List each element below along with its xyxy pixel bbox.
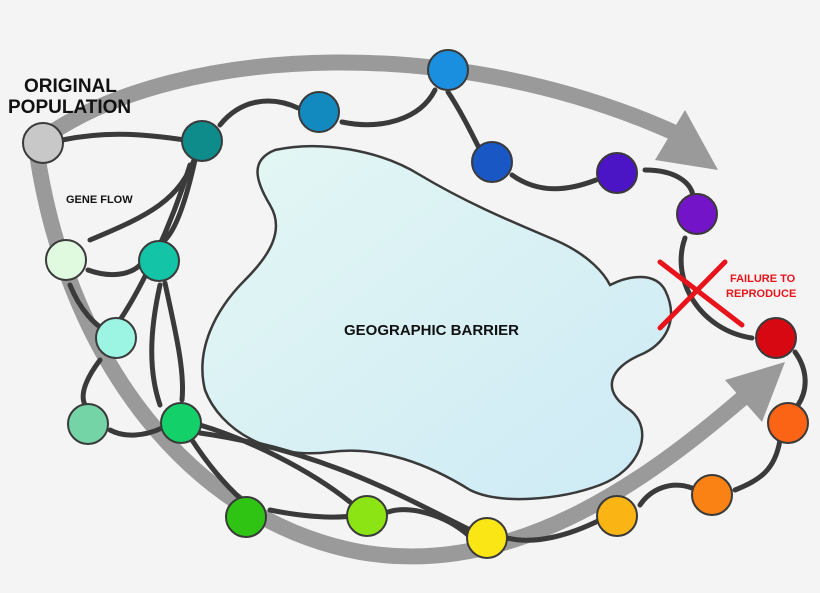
original-population-label-line2: POPULATION xyxy=(8,97,131,118)
population-south-5 xyxy=(691,474,733,516)
southern-route-arrowhead xyxy=(725,362,785,422)
northern-route-arrow xyxy=(40,54,698,148)
failure-label-line2: REPRODUCE xyxy=(726,288,796,300)
population-north-6 xyxy=(676,193,718,235)
population-end xyxy=(755,317,797,359)
population-west-4 xyxy=(67,403,109,445)
geographic-barrier-label: GEOGRAPHIC BARRIER xyxy=(344,322,519,339)
gene-flow-label: GENE FLOW xyxy=(66,194,133,206)
population-south-1 xyxy=(225,496,267,538)
population-west-1 xyxy=(45,239,87,281)
population-north-4 xyxy=(471,141,513,183)
northern-route-arrowhead xyxy=(655,110,718,170)
population-north-1 xyxy=(181,120,223,162)
population-west-2 xyxy=(138,240,180,282)
southern-route-arrow xyxy=(30,152,760,565)
population-south-4 xyxy=(596,495,638,537)
population-west-3 xyxy=(95,317,137,359)
population-south-6 xyxy=(767,402,809,444)
population-north-2 xyxy=(298,91,340,133)
original-population-label-line1: ORIGINAL xyxy=(24,76,117,97)
population-original xyxy=(22,122,64,164)
populations xyxy=(22,49,809,559)
failure-label-line1: FAILURE TO xyxy=(730,273,796,285)
failure-cross-icon xyxy=(657,259,745,331)
geographic-barrier xyxy=(201,144,673,501)
population-north-3 xyxy=(427,49,469,91)
population-south-2 xyxy=(346,495,388,537)
population-north-5 xyxy=(596,152,638,194)
population-south-3 xyxy=(466,517,508,559)
population-west-5 xyxy=(160,402,202,444)
